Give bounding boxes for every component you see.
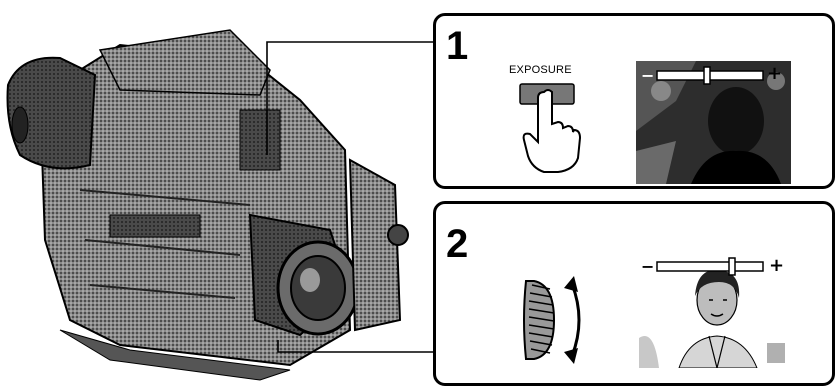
plus-sign-2: + xyxy=(769,255,784,276)
exposure-dial-icon[interactable] xyxy=(520,279,556,361)
leader-line-2 xyxy=(278,340,436,352)
plus-sign-1: + xyxy=(767,63,782,84)
step-1-panel: 1 EXPOSURE − + xyxy=(433,13,835,189)
step-2-number: 2 xyxy=(446,224,468,264)
exposure-button-press[interactable] xyxy=(514,78,584,174)
exposure-button-label: EXPOSURE xyxy=(509,64,572,76)
exposure-bar-2 xyxy=(641,255,769,277)
exposure-scale-bar xyxy=(657,262,763,271)
leader-line-1 xyxy=(267,42,436,155)
step-2-panel: 2 − + xyxy=(433,201,835,386)
exposure-indicator xyxy=(729,258,735,275)
step-1-number: 1 xyxy=(446,26,468,66)
minus-sign-1: − xyxy=(641,66,654,85)
exposure-bar-1 xyxy=(641,64,769,86)
up-down-arrow-icon xyxy=(560,274,592,366)
exposure-indicator xyxy=(704,67,710,84)
minus-sign-2: − xyxy=(641,257,654,276)
